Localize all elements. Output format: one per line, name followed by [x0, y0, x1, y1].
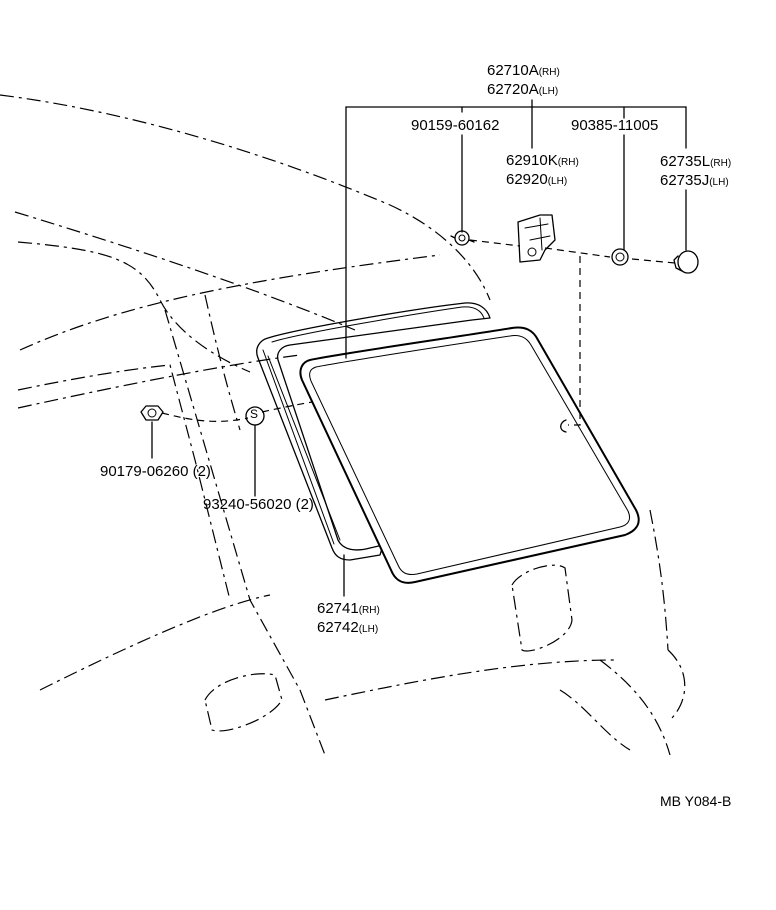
hinge-62910k	[517, 214, 556, 263]
clip-90385	[611, 248, 629, 266]
label-hinge: 62910K(RH) 62920(LH)	[506, 152, 579, 190]
label-glass-assy: 62710A(RH) 62720A(LH)	[487, 62, 560, 100]
label-screw-90159: 90159-60162	[411, 117, 500, 134]
stopper-62735	[673, 250, 699, 274]
vehicle-body-outline	[0, 94, 686, 756]
nut-90179	[140, 405, 164, 421]
weatherstrip-frame	[256, 302, 491, 561]
part-number: 62735J	[660, 172, 710, 189]
side-suffix: (RH)	[358, 605, 380, 616]
side-suffix: (LH)	[547, 176, 568, 187]
side-suffix: (LH)	[709, 177, 729, 188]
part-number: 62735L	[660, 153, 711, 170]
label-spacer-93240: 93240-56020 (2)	[203, 496, 314, 513]
label-stopper: 62735L(RH) 62735J(LH)	[660, 153, 731, 191]
spacer-symbol: S	[250, 407, 259, 421]
label-weatherstrip: 62741(RH) 62742(LH)	[317, 600, 380, 638]
side-suffix: (RH)	[557, 157, 579, 168]
side-suffix: (LH)	[538, 86, 559, 97]
part-number: 62910K	[506, 152, 558, 169]
side-suffix: (RH)	[710, 158, 732, 169]
leader-lines	[151, 99, 687, 597]
part-number: 62920	[506, 171, 548, 188]
part-number: 62710A	[487, 62, 539, 79]
glass-mount-point	[560, 419, 567, 433]
side-suffix: (RH)	[538, 67, 560, 78]
part-number: 62741	[317, 600, 359, 617]
screw-90159	[450, 230, 475, 246]
part-number: 62720A	[487, 81, 539, 98]
diagram-reference-code: MB Y084-B	[660, 793, 732, 809]
quarter-window-glass	[299, 326, 640, 584]
spacer-93240	[245, 406, 265, 426]
part-number: 62742	[317, 619, 359, 636]
label-clip-90385: 90385-11005	[571, 117, 659, 134]
label-nut-90179: 90179-06260 (2)	[100, 463, 211, 480]
side-suffix: (LH)	[358, 624, 379, 635]
